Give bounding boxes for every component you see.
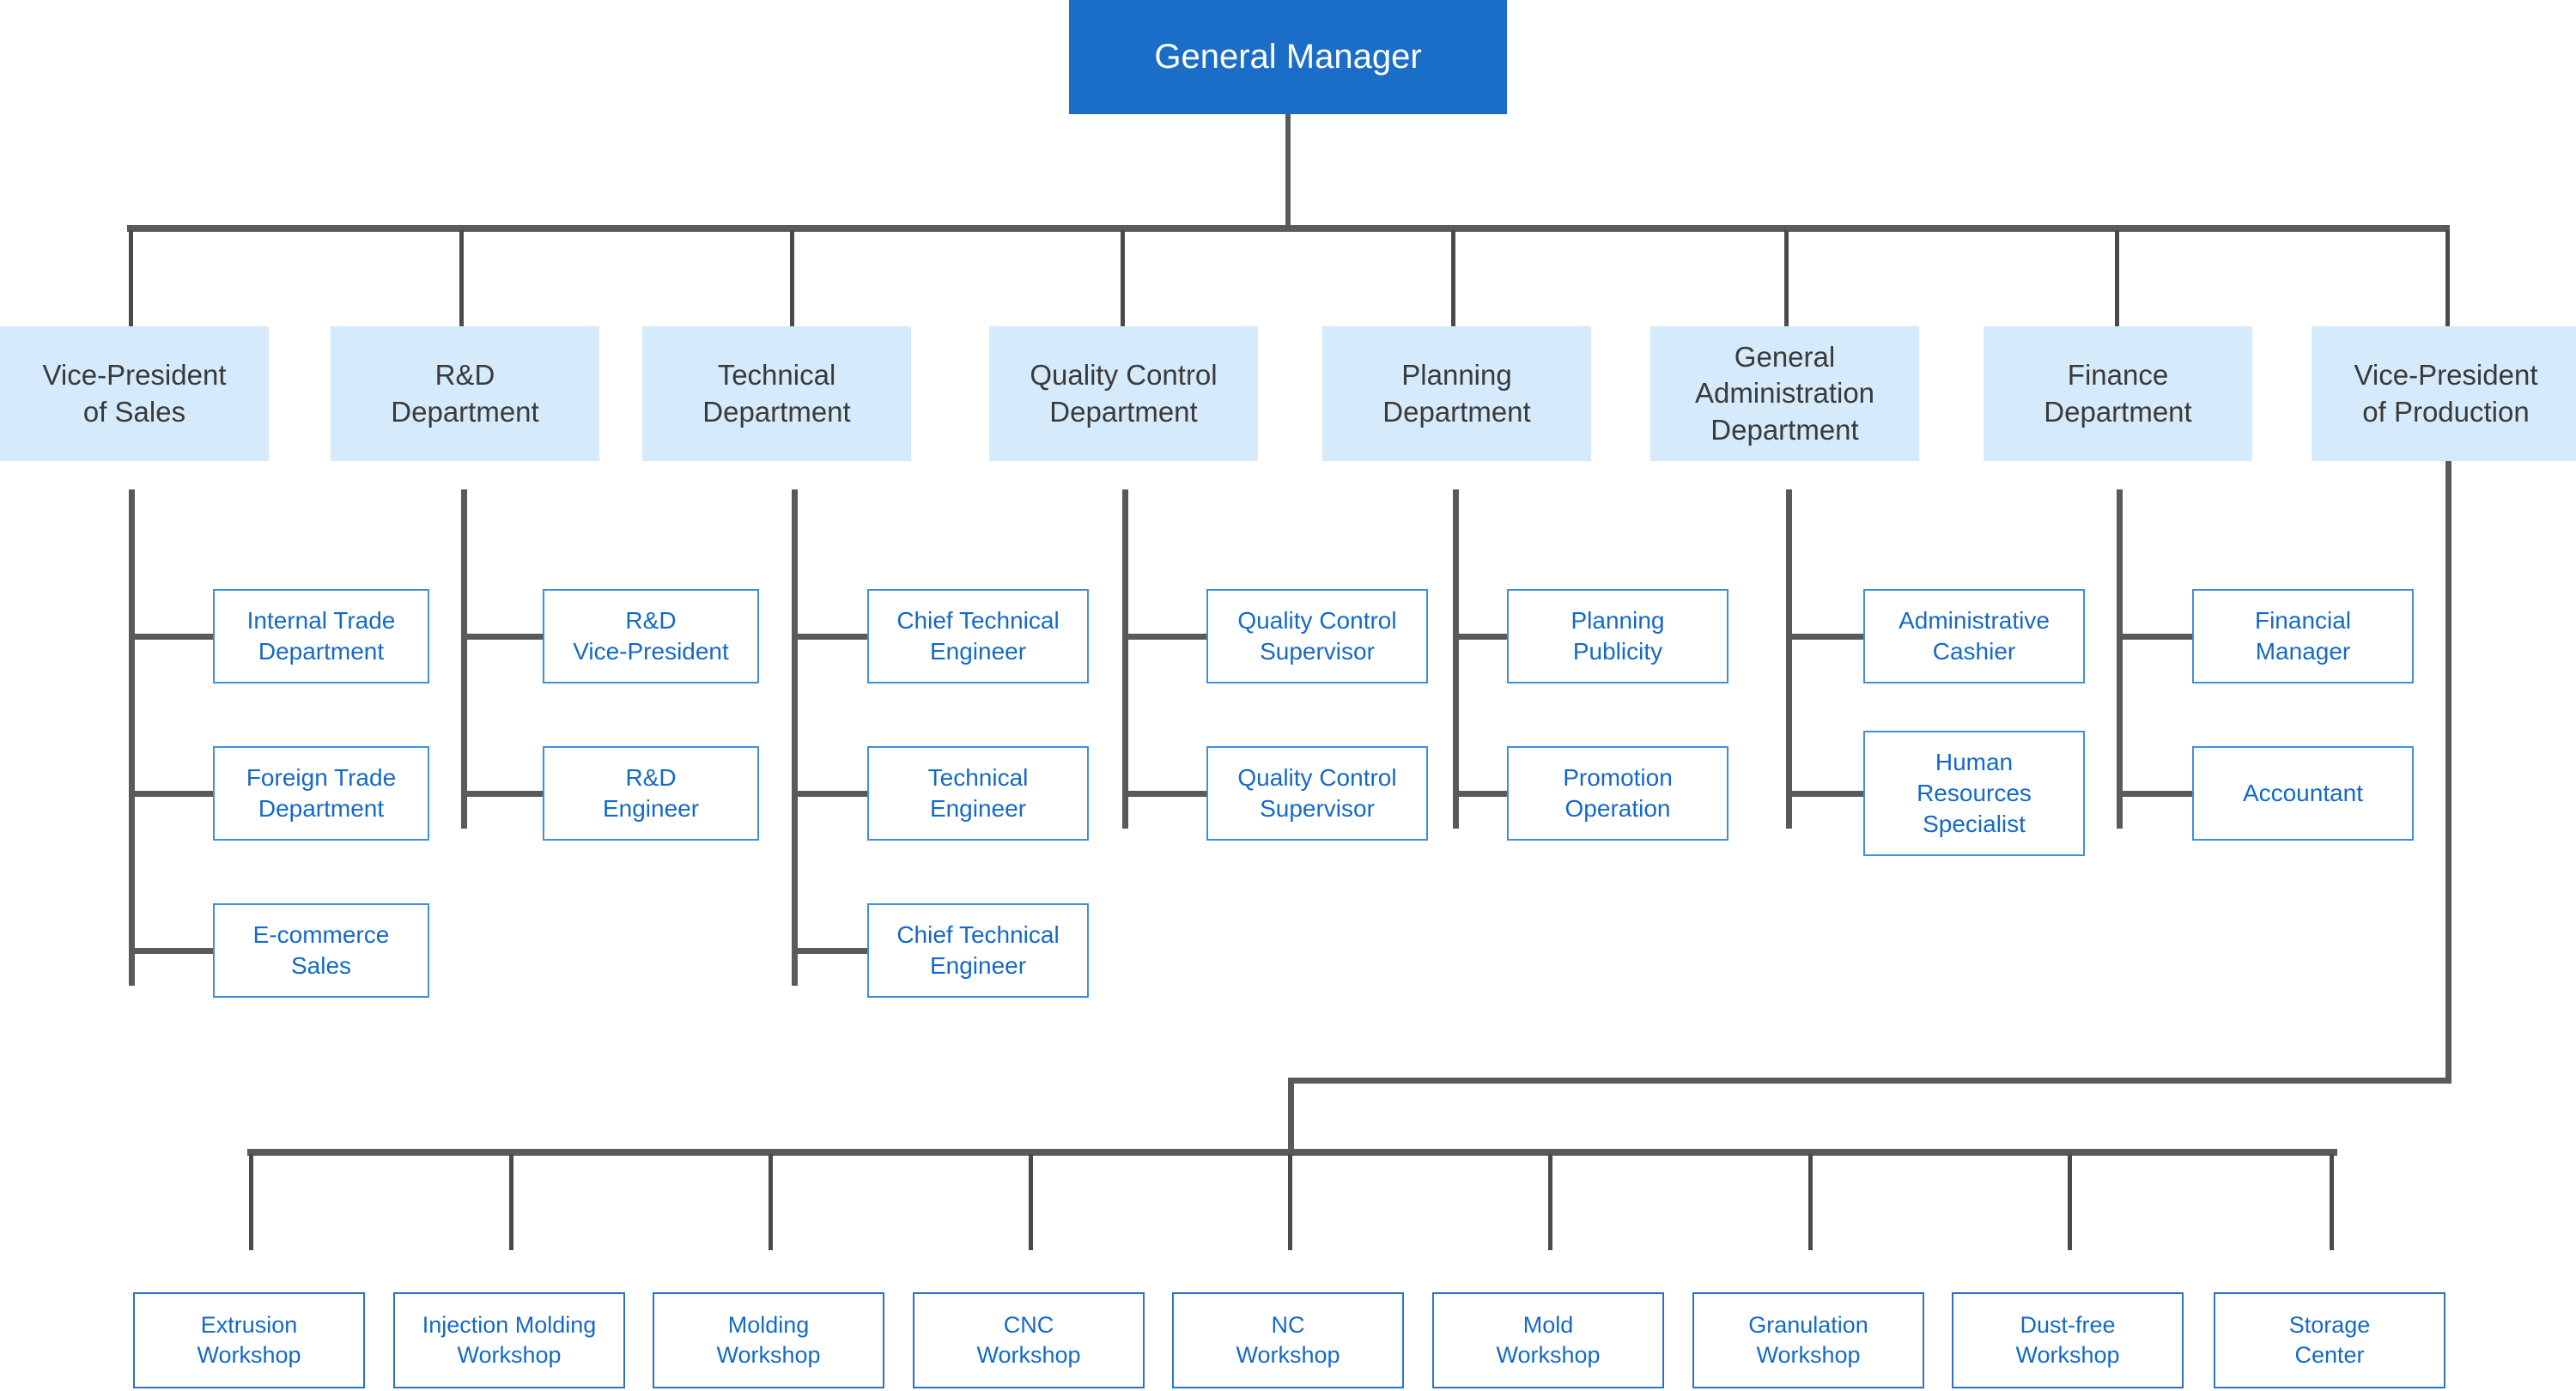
connector-technical-stub-3 (792, 948, 871, 954)
node-ecommerce-sales[interactable]: E-commerce Sales (213, 903, 429, 998)
connector-planning-spine (1453, 489, 1459, 829)
connector-drop-dept-1 (129, 230, 133, 327)
connector-drop-workshop-2 (509, 1154, 513, 1250)
node-financial-manager[interactable]: Financial Manager (2192, 589, 2414, 683)
connector-quality-spine (1122, 489, 1128, 829)
connector-rnd-stub-1 (461, 634, 547, 640)
connector-finance-stub-2 (2117, 791, 2194, 797)
node-storage-center[interactable]: Storage Center (2214, 1292, 2445, 1388)
connector-drop-dept-4 (1121, 230, 1125, 327)
connector-drop-dept-6 (1784, 230, 1789, 327)
connector-sales-stub-3 (129, 948, 215, 954)
connector-admin-spine (1786, 489, 1792, 829)
connector-drop-workshop-6 (1548, 1154, 1552, 1250)
connector-drop-workshop-5 (1288, 1154, 1292, 1250)
connector-technical-stub-1 (792, 634, 871, 640)
connector-admin-stub-2 (1786, 791, 1865, 797)
node-general-administration-department[interactable]: General Administration Department (1650, 326, 1919, 461)
connector-drop-workshop-8 (2068, 1154, 2072, 1250)
connector-drop-dept-2 (459, 230, 464, 327)
connector-sales-spine (129, 489, 135, 986)
node-general-manager[interactable]: General Manager (1069, 0, 1507, 114)
connector-admin-stub-1 (1786, 634, 1865, 640)
connector-drop-dept-3 (790, 230, 794, 327)
node-promotion-operation[interactable]: Promotion Operation (1507, 746, 1728, 841)
node-planning-department[interactable]: Planning Department (1322, 326, 1591, 461)
connector-sales-stub-1 (129, 634, 215, 640)
node-internal-trade-department[interactable]: Internal Trade Department (213, 589, 429, 683)
node-technical-department[interactable]: Technical Department (642, 326, 911, 461)
connector-quality-stub-1 (1122, 634, 1208, 640)
node-accountant[interactable]: Accountant (2192, 746, 2414, 841)
node-mold-workshop[interactable]: Mold Workshop (1432, 1292, 1664, 1388)
connector-workshop-bus (247, 1149, 2337, 1156)
node-extrusion-workshop[interactable]: Extrusion Workshop (133, 1292, 365, 1388)
connector-technical-stub-2 (792, 791, 871, 797)
connector-drop-dept-5 (1451, 230, 1455, 327)
connector-drop-workshop-3 (769, 1154, 773, 1250)
connector-drop-workshop-7 (1808, 1154, 1813, 1250)
connector-planning-stub-2 (1453, 791, 1511, 797)
node-quality-control-supervisor-2[interactable]: Quality Control Supervisor (1206, 746, 1428, 841)
node-vice-president-of-sales[interactable]: Vice-President of Sales (0, 326, 269, 461)
node-planning-publicity[interactable]: Planning Publicity (1507, 589, 1728, 683)
connector-planning-stub-1 (1453, 634, 1511, 640)
node-administrative-cashier[interactable]: Administrative Cashier (1863, 589, 2085, 683)
connector-rnd-spine (461, 489, 467, 829)
node-finance-department[interactable]: Finance Department (1984, 326, 2252, 461)
node-quality-control-supervisor-1[interactable]: Quality Control Supervisor (1206, 589, 1428, 683)
node-human-resources-specialist[interactable]: Human Resources Specialist (1863, 731, 2085, 856)
connector-drop-dept-8 (2445, 230, 2450, 327)
connector-root-stem (1285, 114, 1291, 230)
connector-production-drop (1288, 1078, 1294, 1155)
connector-production-elbow (1288, 1078, 2451, 1084)
connector-production-spine (2445, 461, 2451, 1084)
node-foreign-trade-department[interactable]: Foreign Trade Department (213, 746, 429, 841)
node-quality-control-department[interactable]: Quality Control Department (989, 326, 1258, 461)
connector-drop-workshop-4 (1029, 1154, 1033, 1250)
node-rnd-engineer[interactable]: R&D Engineer (543, 746, 759, 841)
connector-drop-dept-7 (2115, 230, 2119, 327)
node-chief-technical-engineer-1[interactable]: Chief Technical Engineer (867, 589, 1089, 683)
connector-finance-stub-1 (2117, 634, 2194, 640)
node-chief-technical-engineer-2[interactable]: Chief Technical Engineer (867, 903, 1089, 998)
node-injection-molding-workshop[interactable]: Injection Molding Workshop (393, 1292, 625, 1388)
connector-rnd-stub-2 (461, 791, 547, 797)
connector-quality-stub-2 (1122, 791, 1208, 797)
connector-drop-workshop-1 (249, 1154, 253, 1250)
node-vice-president-of-production[interactable]: Vice-President of Production (2312, 326, 2576, 461)
connector-technical-spine (792, 489, 798, 986)
connector-main-bus (127, 225, 2450, 232)
connector-sales-stub-2 (129, 791, 215, 797)
node-cnc-workshop[interactable]: CNC Workshop (913, 1292, 1145, 1388)
node-rnd-department[interactable]: R&D Department (331, 326, 599, 461)
node-technical-engineer[interactable]: Technical Engineer (867, 746, 1089, 841)
node-nc-workshop[interactable]: NC Workshop (1172, 1292, 1404, 1388)
node-granulation-workshop[interactable]: Granulation Workshop (1692, 1292, 1924, 1388)
connector-finance-spine (2117, 489, 2123, 829)
node-molding-workshop[interactable]: Molding Workshop (653, 1292, 884, 1388)
connector-drop-workshop-9 (2330, 1154, 2334, 1250)
node-dust-free-workshop[interactable]: Dust-free Workshop (1952, 1292, 2184, 1388)
node-rnd-vice-president[interactable]: R&D Vice-President (543, 589, 759, 683)
